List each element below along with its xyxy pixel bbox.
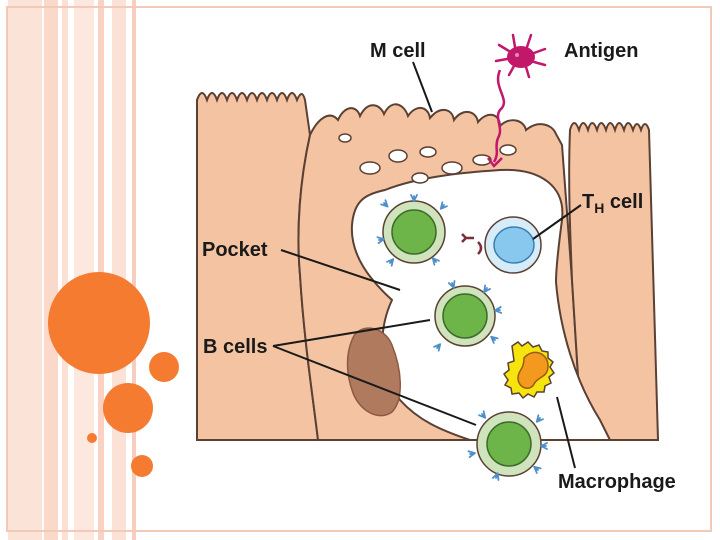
macrophage	[502, 341, 556, 400]
antigen-arrowhead	[487, 157, 503, 168]
epithelial-cell-right	[568, 122, 660, 441]
label-m-cell: M cell	[370, 40, 426, 62]
decor-bubble-tiny	[87, 433, 97, 443]
transport-vesicles	[338, 133, 517, 184]
decor-bubble-medium	[103, 383, 153, 433]
b-cell-2	[433, 280, 503, 352]
b-cell-1	[376, 194, 448, 267]
b-cell-3	[467, 410, 548, 481]
label-antigen: Antigen	[564, 40, 638, 62]
decor-bubble-small-2	[131, 455, 153, 477]
epithelial-nucleus	[346, 327, 401, 417]
decor-bubble-large	[48, 272, 150, 374]
decor-bubble-small	[149, 352, 179, 382]
antigen-icon	[494, 33, 547, 79]
leader-lines	[272, 61, 582, 469]
label-th-cell: TH cell	[582, 191, 643, 216]
th-cell	[461, 216, 542, 274]
label-pocket: Pocket	[202, 239, 268, 261]
antigen-path-arrow	[492, 69, 506, 163]
label-b-cells: B cells	[203, 336, 267, 358]
label-macrophage: Macrophage	[558, 471, 676, 493]
